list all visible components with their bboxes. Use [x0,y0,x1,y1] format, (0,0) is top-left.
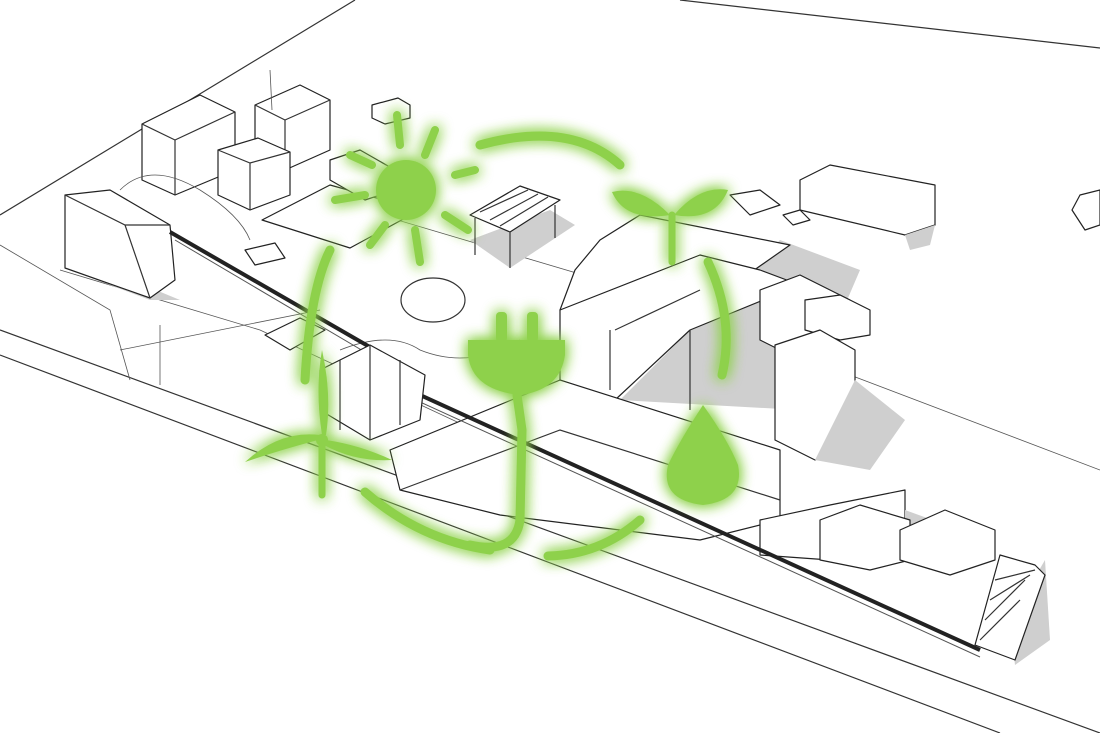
water-drop-icon [666,405,739,505]
canopy-structure [469,185,575,268]
green-energy-overlay [245,111,739,561]
sprout-icon [612,189,728,266]
wind-turbine-icon [245,350,392,499]
plug-icon [465,312,565,552]
power-plant [64,69,421,351]
warehouses [389,164,1100,576]
sun-icon [331,111,479,266]
conveyor-belt [169,230,1050,665]
